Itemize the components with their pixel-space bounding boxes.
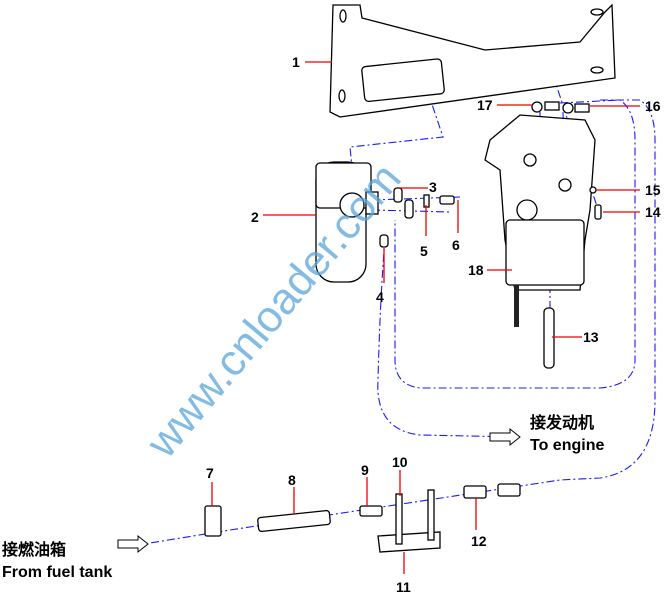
callout-2: 2: [251, 209, 259, 225]
callout-4: 4: [376, 289, 384, 305]
callout-9: 9: [361, 462, 369, 478]
to-engine-arrow-icon: [489, 427, 521, 447]
callout-18: 18: [468, 262, 484, 278]
callout-15: 15: [645, 182, 661, 198]
callout-5: 5: [420, 243, 428, 259]
to-engine-label-en: To engine: [530, 437, 604, 454]
callout-17: 17: [477, 97, 493, 113]
callout-7: 7: [206, 465, 214, 481]
callout-11: 11: [396, 579, 411, 595]
drain-tube: [543, 307, 555, 369]
fuel-hose: [257, 509, 331, 533]
watermark: www.cnloader.com: [137, 154, 411, 467]
callout-13: 13: [583, 329, 599, 345]
clamp: [204, 505, 222, 537]
primary-fuel-filter: [315, 161, 379, 283]
leader-lines: [211, 61, 640, 574]
from-tank-label-zh: 接燃油箱: [2, 540, 66, 559]
callout-14: 14: [645, 204, 661, 220]
fuel-water-separator: [484, 101, 602, 369]
callout-3: 3: [429, 179, 437, 195]
to-engine-label-zh: 接发动机: [530, 413, 594, 432]
from-tank-label-en: From fuel tank: [2, 564, 112, 581]
callout-16: 16: [645, 98, 661, 114]
valve-bracket: [377, 531, 441, 553]
callout-1: 1: [292, 54, 300, 70]
callout-12: 12: [471, 533, 487, 549]
from-tank-arrow-icon: [117, 534, 149, 554]
bracket-slot: [361, 58, 445, 103]
callout-8: 8: [288, 472, 296, 488]
callout-6: 6: [452, 237, 460, 253]
callout-10: 10: [392, 454, 408, 470]
